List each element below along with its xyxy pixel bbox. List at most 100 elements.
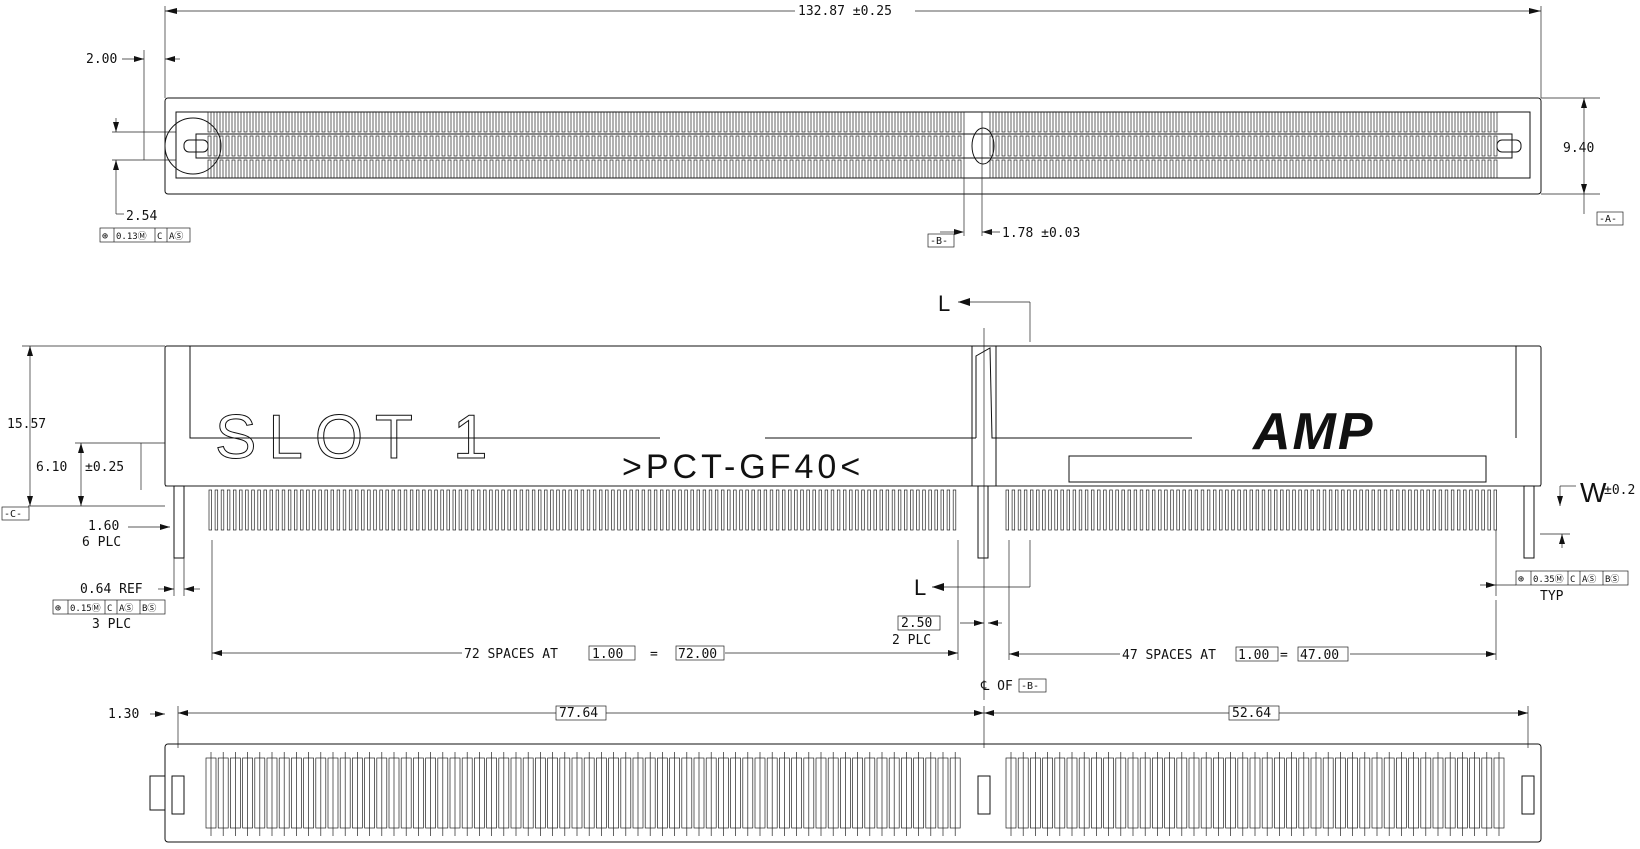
pin [617,489,621,531]
pin [1396,489,1400,531]
contact-slot [711,135,716,157]
contact-slot [897,111,902,133]
contact-slot [315,159,320,179]
pin [1444,489,1449,531]
contact-slot [771,135,776,157]
contact-slot [1115,111,1120,133]
contact-slot [243,135,248,157]
pin [684,489,688,531]
contact-slot [1271,159,1276,179]
contact-slot [1115,159,1120,179]
pin [775,489,780,531]
contact-slot [531,111,536,133]
contact-slot [1295,135,1300,157]
contact-slot [345,159,350,179]
contact-slot [591,111,596,133]
pin [1304,489,1308,531]
fcf-left-qty: 3 PLC [92,617,131,632]
contact-slot [897,135,902,157]
contact-slot [465,111,470,133]
contact-slot [255,111,260,133]
contact-slot [597,111,602,133]
contact-slot [1109,135,1114,157]
contact-slot [699,111,704,133]
pin [745,489,749,531]
contact-slot [783,111,788,133]
pin [635,489,639,531]
contact-slot [237,111,242,133]
pin [849,489,853,531]
contact-slot [1199,135,1204,157]
contact-slot [591,135,596,157]
contact-slot [1019,111,1024,133]
contact-slot [717,159,722,179]
contact-slot [273,111,278,133]
pin [556,489,560,531]
contact-slot [795,159,800,179]
contact-slot [1445,111,1450,133]
pin [696,489,700,531]
contact-slot [1277,135,1282,157]
pin [904,489,908,531]
contact-slot [1385,111,1390,133]
contact-slot [1259,159,1264,179]
fcf-top: ⊕ 0.13Ⓜ C AⓈ [99,227,191,243]
contact-slot [927,159,932,179]
contact-slot [537,111,542,133]
contact-slot [807,159,812,179]
contact-slot [207,111,212,133]
contact-slot [1133,111,1138,133]
contact-slot [717,111,722,133]
contact-slot [945,159,950,179]
contact-slot [1343,111,1348,133]
contact-slot [339,111,344,133]
contact-slot [1313,135,1318,157]
contact-slot [219,111,224,133]
pin [287,489,292,531]
pin [446,489,450,531]
contact-slot [291,135,296,157]
contact-slot [255,159,260,179]
pin [330,489,334,531]
pitch-label: 2.54 [126,209,157,224]
contact-slot [393,111,398,133]
pin [477,489,481,531]
contact-slot [1043,159,1048,179]
contact-slot [243,111,248,133]
contact-slot [1211,111,1216,133]
contact-slot [537,135,542,157]
contact-slot [495,111,500,133]
section-label-bottom: L [914,575,926,600]
contact-slot [771,111,776,133]
contact-slot [297,111,302,133]
contact-slot [483,159,488,179]
pin [1261,489,1266,531]
contact-slot [825,135,830,157]
contact-slot [621,111,626,133]
contact-slot [537,159,542,179]
pin [1066,489,1070,531]
contact-slot [1355,135,1360,157]
contact-slot [1445,159,1450,179]
contact-slot [729,159,734,179]
contact-slot [1205,111,1210,133]
contact-slot [741,159,746,179]
pin [940,489,944,531]
pin [1182,489,1186,531]
side-view: L SLOT 1 >PCT-GF40< AMP 15.57 6.10 ±0.25 [1,291,1635,700]
contact-slot [231,159,236,179]
contact-slot [1247,159,1252,179]
contact-slot [1181,111,1186,133]
contact-slot [957,159,962,179]
contact-slot [1085,111,1090,133]
centerline-label: ℄ OF [980,679,1013,694]
pin [409,489,414,531]
contact-slot [909,159,914,179]
pin [629,489,633,531]
contact-slot [1187,135,1192,157]
contact-slot [1031,111,1036,133]
contact-slot [207,159,212,179]
contact-slot [1037,159,1042,179]
contact-slot [813,159,818,179]
contact-slot [831,159,836,179]
